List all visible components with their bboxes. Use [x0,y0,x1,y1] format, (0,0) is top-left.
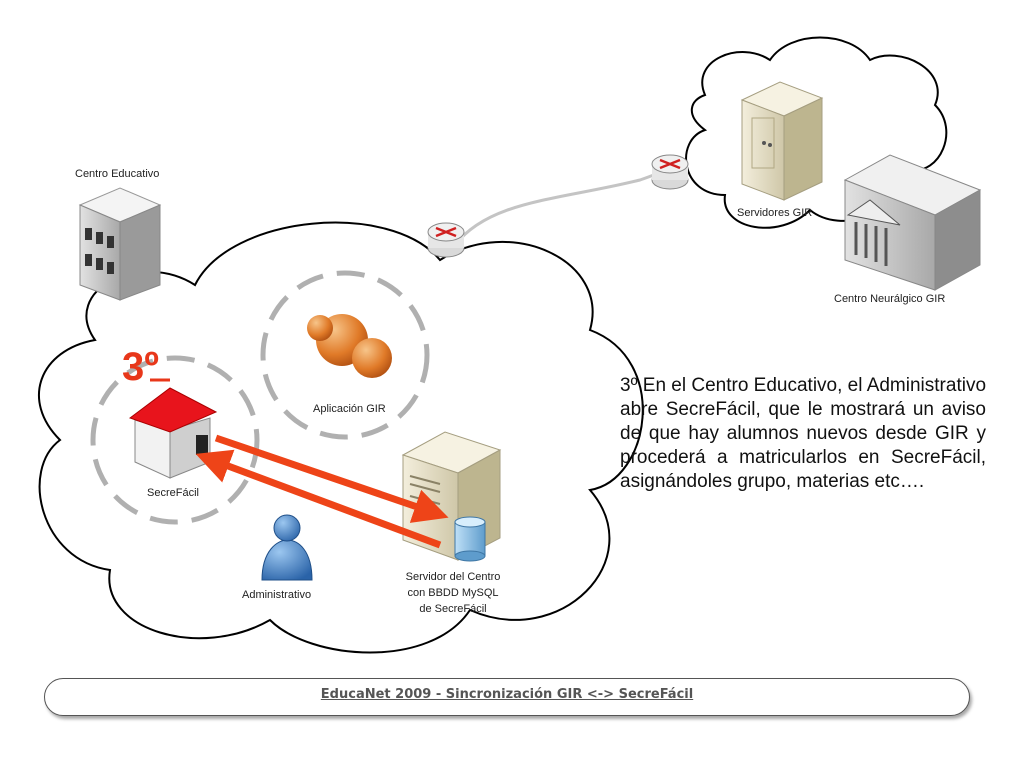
arrow-to-server [214,434,449,523]
orb-app-icon [307,314,392,378]
label-aplicacion-gir: Aplicación GIR [313,403,386,415]
label-servidor-line2: con BBDD MySQL [407,587,498,599]
step-marker: 3º [122,345,159,389]
sync-arrows [195,434,449,549]
footer-bar: EducaNet 2009 - Sincronización GIR <-> S… [44,678,970,716]
secrefacil-dashed-circle [90,355,260,525]
label-centro-educativo: Centro Educativo [75,168,159,180]
router-icon [427,222,465,258]
label-servidores-gir: Servidores GIR [737,207,812,219]
house-icon [128,387,218,479]
label-secrefacil: SecreFácil [147,487,199,499]
label-servidor-line3: de SecreFácil [419,603,486,615]
institution-building-icon [843,154,982,291]
label-servidor-line1: Servidor del Centro [406,571,501,583]
label-centro-neuralgico: Centro Neurálgico GIR [834,293,945,305]
router-icon [651,154,689,190]
arrow-to-secrefacil [195,449,442,549]
server-tower-icon [740,81,824,201]
footer-title: EducaNet 2009 - Sincronización GIR <-> S… [320,687,694,702]
app-dashed-circle [260,270,430,440]
person-icon [261,514,313,581]
step-description: 3º En el Centro Educativo, el Administra… [620,375,987,492]
database-icon [454,516,486,562]
network-diagram: Centro Educativo Servidores GIR Centro N… [38,36,982,654]
label-administrativo: Administrativo [242,589,311,601]
building-icon [78,187,162,301]
